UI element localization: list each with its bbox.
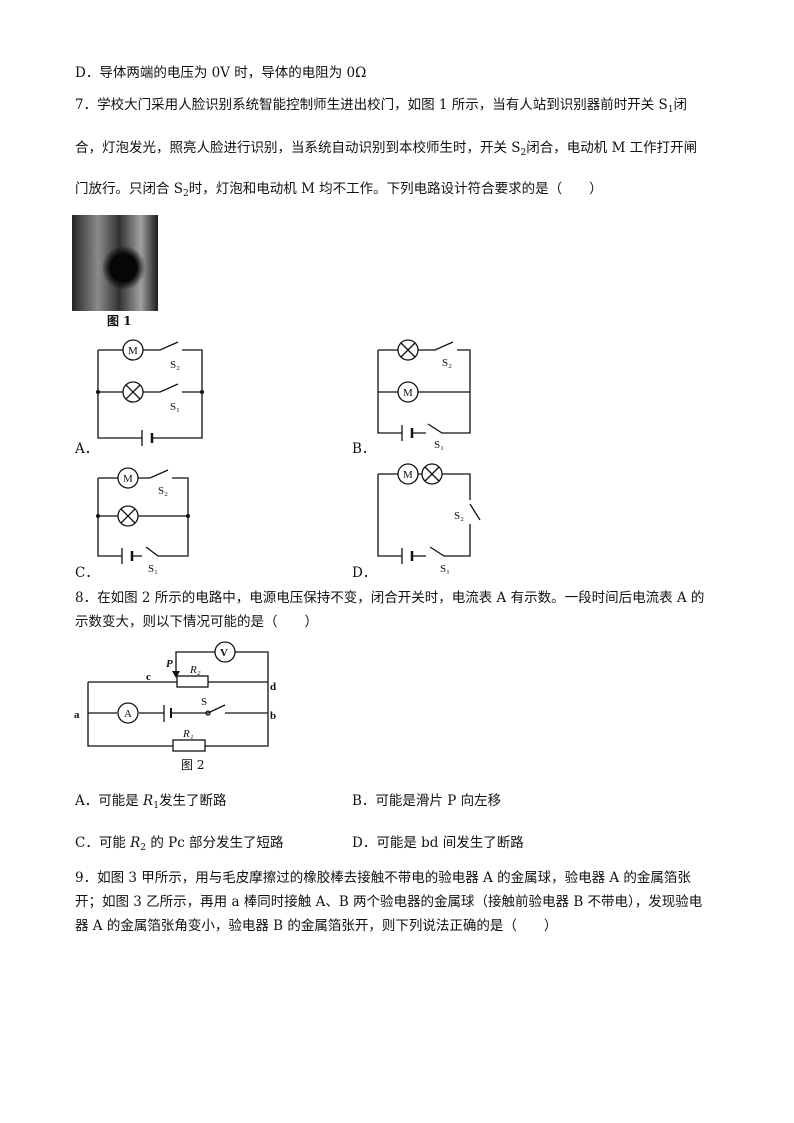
slider-arrow-icon xyxy=(172,671,180,678)
q9-line2: 开；如图 3 乙所示，再用 a 棒同时接触 A、B 两个验电器的金属球（接触前验… xyxy=(75,894,703,910)
subscript: 2 xyxy=(183,189,189,199)
q8-option-a[interactable]: A．可能是 R1发生了断路 xyxy=(75,792,226,815)
figure1-caption: 图 1 xyxy=(107,314,132,328)
switch-label: S xyxy=(201,696,207,708)
text: 门放行。只闭合 S xyxy=(75,181,184,197)
motor-label: M xyxy=(128,345,138,357)
voltmeter-icon xyxy=(214,641,236,663)
q8-option-c[interactable]: C．可能 R2 的 Pc 部分发生了短路 xyxy=(75,834,284,857)
bulb-icon xyxy=(421,463,443,485)
bulb-icon xyxy=(122,381,144,403)
motor-icon xyxy=(397,463,419,485)
r2-resistor xyxy=(176,675,209,688)
motor-label: M xyxy=(403,469,413,481)
text: 发生了断路 xyxy=(158,793,227,809)
circuit-d: M S₂ S₁ xyxy=(377,463,481,575)
motor-icon xyxy=(117,467,139,489)
figure2-circuit: V A a b c d P R₂ S R₁ xyxy=(74,641,276,752)
s1-label: S₁ xyxy=(170,401,180,413)
subscript: 2 xyxy=(520,148,527,158)
node-c-label: c xyxy=(146,671,151,683)
r2-label: R₂ xyxy=(189,664,201,676)
motor-label: M xyxy=(403,387,413,399)
r1-label: R₁ xyxy=(182,728,194,740)
s2-label: S₂ xyxy=(442,357,452,369)
q7-option-a[interactable]: A． xyxy=(75,441,99,457)
subscript: 2 xyxy=(140,843,147,853)
node-b-label: b xyxy=(270,710,276,722)
figure1-photo xyxy=(72,215,158,311)
text: 时，灯泡和电动机 M 均不工作。下列电路设计符合要求的是（ ） xyxy=(188,181,603,197)
variable: R xyxy=(130,835,141,851)
q8-line1: 8．在如图 2 所示的电路中，电源电压保持不变，闭合开关时，电流表 A 有示数。… xyxy=(75,590,705,606)
q7-line1: 7．学校大门采用人脸识别系统智能控制师生进出校门，如图 1 所示，当有人站到识别… xyxy=(75,96,687,119)
variable: R xyxy=(143,793,154,809)
motor-icon xyxy=(397,381,419,403)
figure2-caption: 图 2 xyxy=(181,758,205,772)
text: 合，灯泡发光，照亮人脸进行识别，当系统自动识别到本校师生时，开关 S xyxy=(75,140,521,156)
subscript: 1 xyxy=(153,801,159,811)
text: A．可能是 xyxy=(75,793,144,809)
motor-icon xyxy=(122,339,144,361)
circuit-a: M S₂ S₁ xyxy=(96,339,204,446)
q7-option-c[interactable]: C． xyxy=(75,565,99,581)
s2-label: S₂ xyxy=(454,510,464,522)
ammeter-label: A xyxy=(124,708,132,720)
voltmeter-label: V xyxy=(220,647,228,659)
r1-resistor xyxy=(172,739,206,752)
node-d-label: d xyxy=(270,681,276,693)
node-a-label: a xyxy=(74,709,80,721)
q6-option-d: D．导体两端的电压为 0V 时，导体的电阻为 0Ω xyxy=(75,65,367,81)
circuit-c: M S₂ S₁ xyxy=(96,467,190,575)
s2-label: S₂ xyxy=(170,359,180,371)
slider-p-label: P xyxy=(166,658,173,670)
q9-line3: 器 A 的金属箔张角变小，验电器 B 的金属箔张开，则下列说法正确的是（ ） xyxy=(75,918,558,934)
bulb-icon xyxy=(397,339,419,361)
text: 的 Pc 部分发生了短路 xyxy=(146,835,284,851)
q9-line1: 9．如图 3 甲所示，用与毛皮摩擦过的橡胶棒去接触不带电的验电器 A 的金属球，… xyxy=(75,870,691,886)
s2-label: S₂ xyxy=(158,485,168,497)
q7-line2: 合，灯泡发光，照亮人脸进行识别，当系统自动识别到本校师生时，开关 S2闭合，电动… xyxy=(75,139,697,162)
q8-option-b[interactable]: B．可能是滑片 P 向左移 xyxy=(352,793,502,809)
text: 7．学校大门采用人脸识别系统智能控制师生进出校门，如图 1 所示，当有人站到识别… xyxy=(75,97,668,113)
s1-label: S₁ xyxy=(440,563,450,575)
q7-option-d[interactable]: D． xyxy=(352,565,377,581)
ammeter-icon xyxy=(117,702,139,724)
text: 闭合，电动机 M 工作打开闸 xyxy=(526,140,698,156)
circuit-b: M S₂ S₁ xyxy=(377,339,471,451)
s1-label: S₁ xyxy=(148,563,158,575)
s1-label: S₁ xyxy=(434,439,444,451)
q8-option-d[interactable]: D．可能是 bd 间发生了断路 xyxy=(352,835,524,851)
q7-line3: 门放行。只闭合 S2时，灯泡和电动机 M 均不工作。下列电路设计符合要求的是（ … xyxy=(75,180,603,203)
motor-label: M xyxy=(123,473,133,485)
bulb-icon xyxy=(117,505,139,527)
q7-option-b[interactable]: B． xyxy=(352,441,376,457)
q8-line2: 示数变大，则以下情况可能的是（ ） xyxy=(75,614,318,630)
text: 闭 xyxy=(673,97,688,113)
subscript: 1 xyxy=(667,105,674,115)
text: C．可能 xyxy=(75,835,131,851)
